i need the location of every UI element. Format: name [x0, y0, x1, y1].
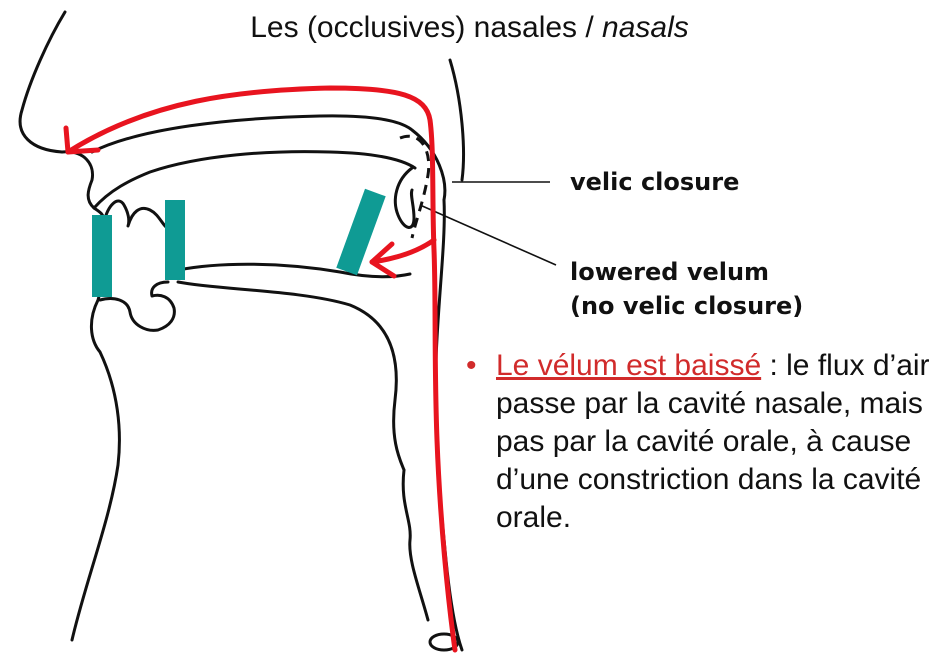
epiglottis-outline	[403, 470, 428, 620]
title-main: Les (occlusives) nasales /	[250, 11, 602, 44]
velum-lowered	[395, 168, 414, 227]
label-no-velic-closure: (no velic closure)	[570, 290, 803, 323]
bullet-highlight: Le vélum est baissé	[496, 349, 761, 382]
upper-teeth-outline	[104, 201, 170, 230]
constriction-mark-lips	[92, 215, 112, 297]
lowered-velum-pointer	[420, 205, 556, 265]
jaw-outline	[178, 282, 404, 470]
bullet-body: Le vélum est baissé : le flux d’air pass…	[496, 347, 936, 537]
page-title: Les (occlusives) nasales / nasals	[0, 6, 939, 50]
head-back-outline	[450, 60, 464, 180]
label-velic-closure: velic closure	[570, 166, 739, 199]
title-english: nasals	[602, 11, 689, 44]
label-lowered-velum: lowered velum	[570, 256, 769, 289]
constriction-mark-alveolar	[165, 200, 185, 280]
bullet-marker: •	[466, 347, 477, 385]
constriction-marks	[92, 189, 386, 297]
explanation-bullet: • Le vélum est baissé : le flux d’air pa…	[466, 347, 936, 537]
